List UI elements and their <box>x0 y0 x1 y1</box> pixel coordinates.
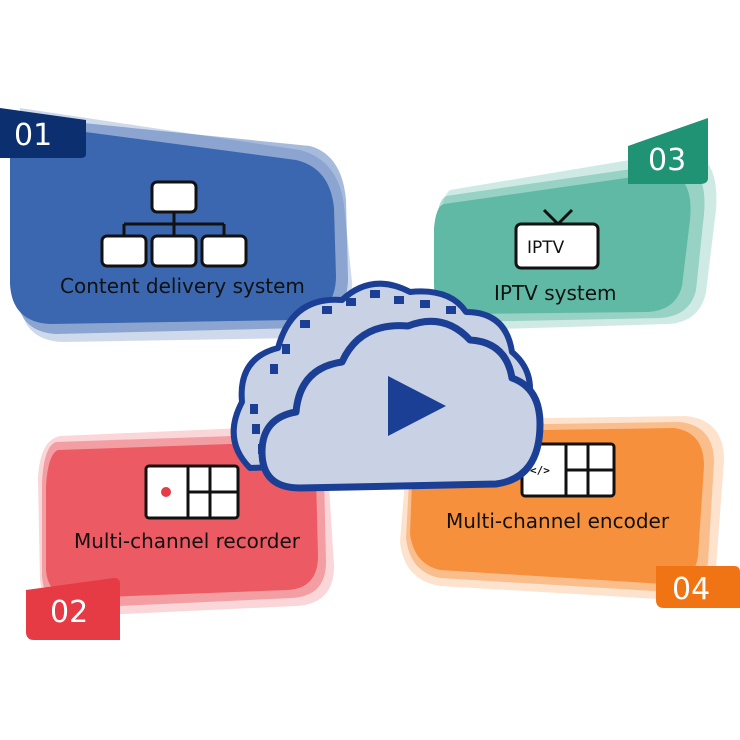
tv-screen-text: IPTV <box>527 238 565 258</box>
card-iptv-system: 03 IPTV IPTV system <box>434 118 717 330</box>
tv-icon: IPTV <box>514 208 600 270</box>
encoder-code-text: </> <box>530 464 550 477</box>
item-number-01: 01 <box>14 118 52 153</box>
recorder-icon <box>144 464 240 520</box>
item-label-01: Content delivery system <box>60 274 305 298</box>
card-multichannel-recorder: 02 Multi-channel recorder <box>26 426 334 640</box>
item-label-02: Multi-channel recorder <box>74 529 301 553</box>
cloud-play-icon <box>230 280 544 492</box>
item-number-03: 03 <box>648 143 686 178</box>
item-label-04: Multi-channel encoder <box>446 509 670 533</box>
item-label-03: IPTV system <box>494 281 617 305</box>
hierarchy-icon <box>100 180 248 268</box>
item-number-04: 04 <box>672 572 710 607</box>
card-content-delivery: 01 Content delivery system <box>0 108 352 342</box>
item-number-02: 02 <box>50 595 88 630</box>
